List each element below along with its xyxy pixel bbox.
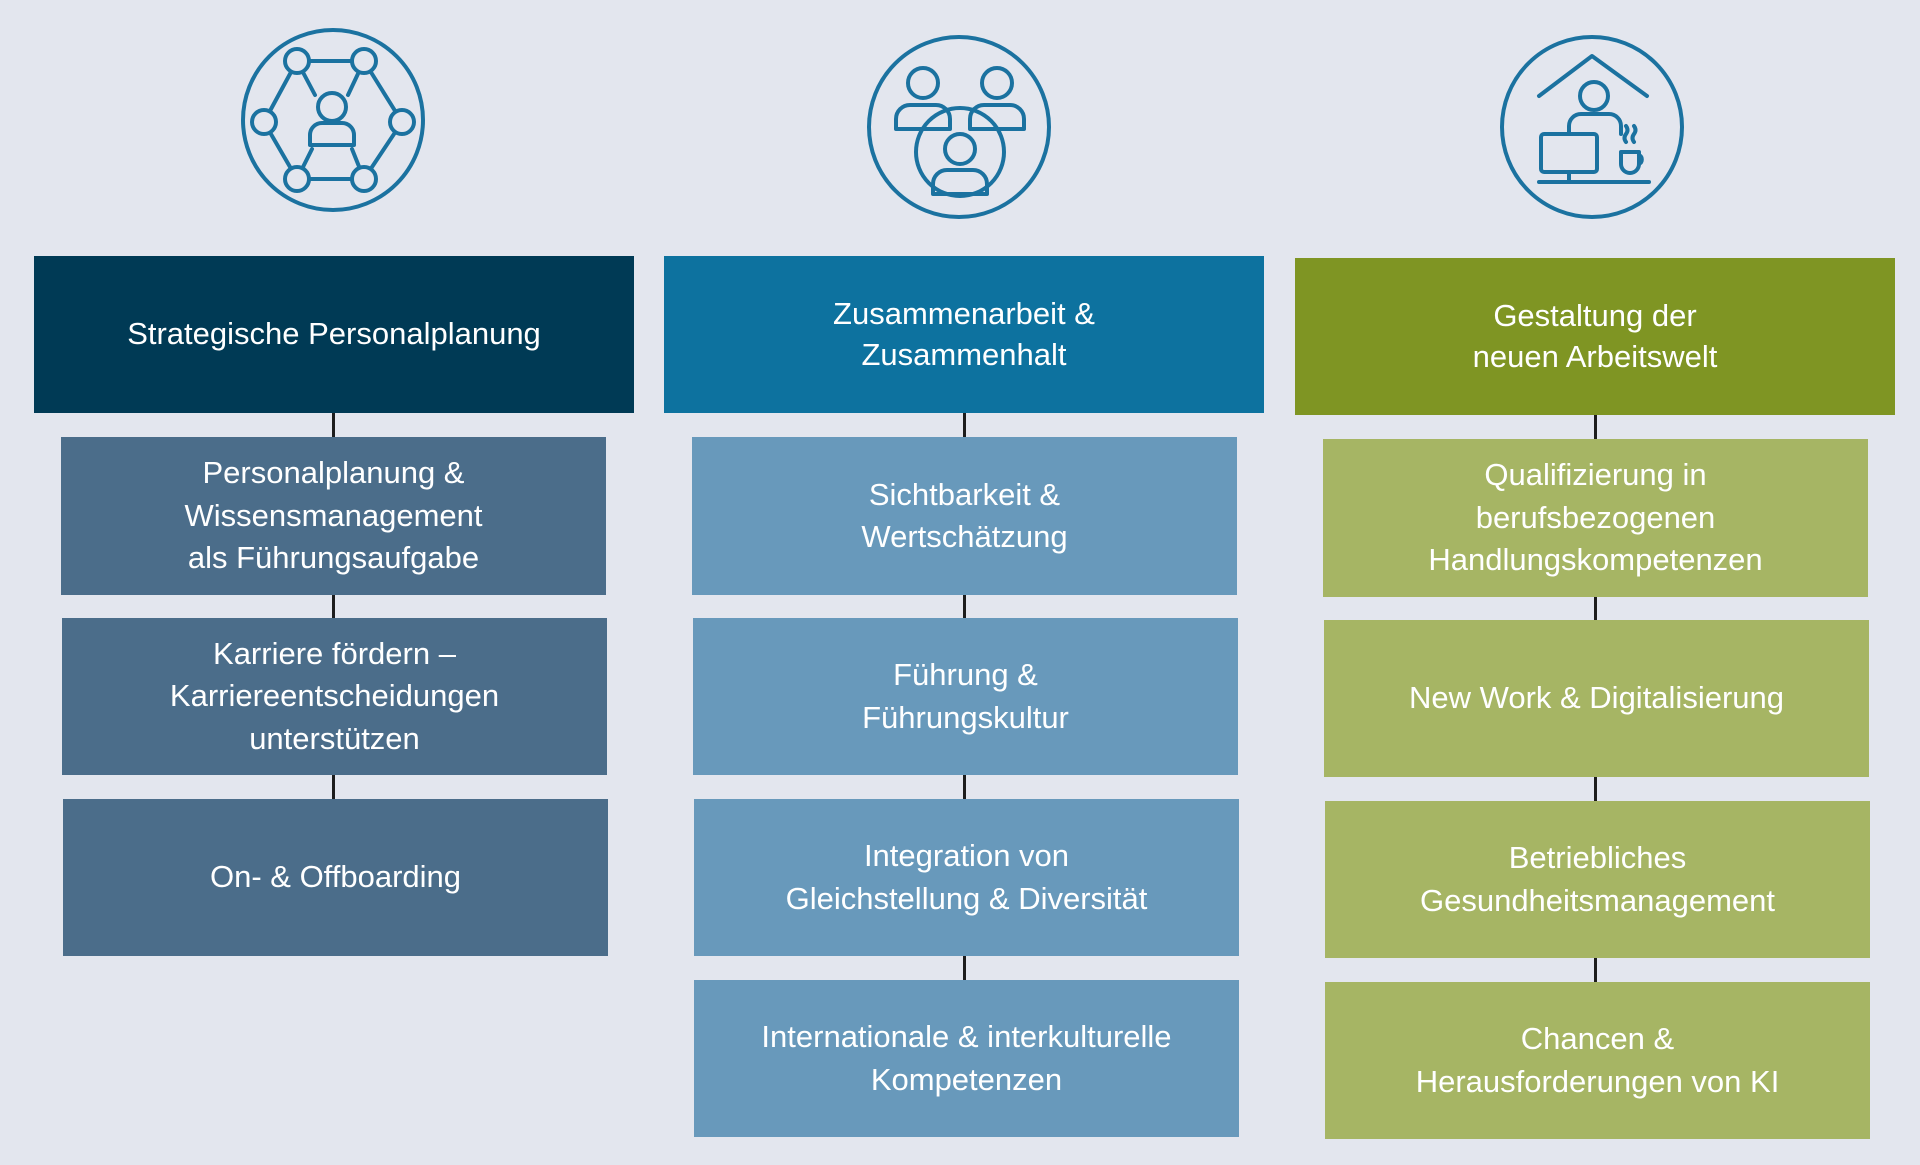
connector-line [332, 413, 335, 437]
connector-line [963, 956, 966, 980]
item-fuehrung-fuehrungskultur: Führung & Führungskultur [693, 618, 1238, 775]
connector-line [1594, 777, 1597, 801]
team-group-icon [866, 34, 1052, 220]
connector-line [963, 775, 966, 799]
connector-line [1594, 415, 1597, 439]
connector-line [332, 595, 335, 618]
header-gestaltung-arbeitswelt: Gestaltung der neuen Arbeitswelt [1295, 258, 1895, 415]
item-personalplanung-wissensmanagement: Personalplanung & Wissensmanagement als … [61, 437, 606, 595]
connector-line [963, 595, 966, 618]
connector-line [1594, 958, 1597, 982]
item-internationale-kompetenzen: Internationale & interkulturelle Kompete… [694, 980, 1239, 1137]
connector-line [963, 413, 966, 437]
item-new-work-digitalisierung: New Work & Digitalisierung [1324, 620, 1869, 777]
connector-line [332, 775, 335, 799]
item-chancen-ki: Chancen & Herausforderungen von KI [1325, 982, 1870, 1139]
network-person-icon [240, 27, 426, 213]
item-gleichstellung-diversitaet: Integration von Gleichstellung & Diversi… [694, 799, 1239, 956]
item-karriere-foerdern: Karriere fördern – Karriereentscheidunge… [62, 618, 607, 775]
header-zusammenarbeit-zusammenhalt: Zusammenarbeit & Zusammenhalt [664, 256, 1264, 413]
item-qualifizierung: Qualifizierung in berufsbezogenen Handlu… [1323, 439, 1868, 597]
item-on-offboarding: On- & Offboarding [63, 799, 608, 956]
home-office-icon [1499, 34, 1685, 220]
connector-line [1594, 597, 1597, 620]
item-gesundheitsmanagement: Betriebliches Gesundheitsmanagement [1325, 801, 1870, 958]
header-strategische-personalplanung: Strategische Personalplanung [34, 256, 634, 413]
item-sichtbarkeit-wertschaetzung: Sichtbarkeit & Wertschätzung [692, 437, 1237, 595]
